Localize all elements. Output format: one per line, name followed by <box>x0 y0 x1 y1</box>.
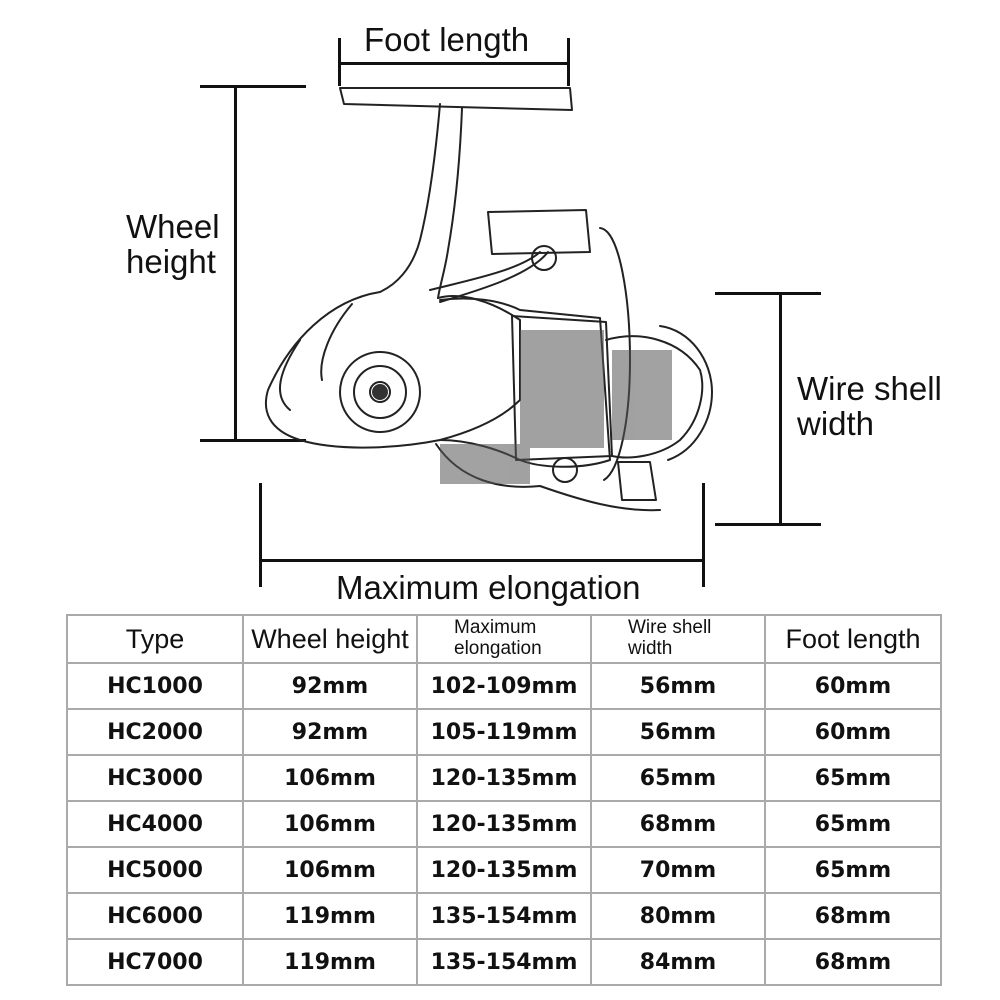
header-wire-shell-width-line-1: Wire shell <box>628 617 712 639</box>
cell-wire-shell-width: 65mm <box>590 754 766 802</box>
cell-wheel-height: 119mm <box>242 938 418 986</box>
cell-wire-shell-width: 56mm <box>590 662 766 710</box>
wire-shell-width-label-line-2: width <box>797 404 875 442</box>
table-row: HC1000 92mm 102-109mm 56mm 60mm <box>66 662 942 710</box>
foot-length-label: Foot length <box>364 21 530 58</box>
cell-wheel-height: 106mm <box>242 846 418 894</box>
reel-crank-hub-center-fill <box>372 384 388 400</box>
cell-foot-length: 60mm <box>764 708 942 756</box>
cell-foot-length: 68mm <box>764 938 942 986</box>
reel-spool-line-shading <box>520 330 604 448</box>
reel-spool-front <box>605 335 704 459</box>
cell-foot-length: 65mm <box>764 754 942 802</box>
cell-wheel-height: 106mm <box>242 754 418 802</box>
cell-wire-shell-width: 56mm <box>590 708 766 756</box>
reel-line-roller <box>552 457 578 483</box>
reel-foot <box>339 87 573 111</box>
header-wheel-height: Wheel height <box>242 614 418 664</box>
wheel-height-tick-bottom <box>200 439 306 442</box>
spec-table: Type Wheel height Maximum elongation Wir… <box>66 614 942 986</box>
table-row: HC7000 119mm 135-154mm 84mm 68mm <box>66 938 942 986</box>
header-wire-shell-width: Wire shell width <box>590 614 766 664</box>
foot-length-dimension-line <box>338 62 570 65</box>
reel-body <box>264 291 521 449</box>
foot-length-tick-right <box>567 38 570 86</box>
cell-type: HC2000 <box>66 708 244 756</box>
wheel-height-label-line-1: Wheel <box>126 208 220 245</box>
cell-wire-shell-width: 68mm <box>590 800 766 848</box>
reel-rotor-shading <box>440 444 530 484</box>
cell-foot-length: 65mm <box>764 846 942 894</box>
header-maximum-elongation-line-1: Maximum <box>454 617 537 639</box>
cell-type: HC6000 <box>66 892 244 940</box>
wire-shell-width-tick-bottom <box>715 523 821 526</box>
reel-stem <box>379 103 463 299</box>
reel-spool-front-shading <box>612 350 672 440</box>
reel-crank-hub-center <box>369 381 391 403</box>
cell-wheel-height: 92mm <box>242 708 418 756</box>
reel-spool-cap <box>659 325 713 461</box>
table-row: HC2000 92mm 105-119mm 56mm 60mm <box>66 708 942 756</box>
cell-type: HC4000 <box>66 800 244 848</box>
cell-maximum-elongation: 102-109mm <box>416 662 592 710</box>
reel-crank-hub-inner <box>353 365 407 419</box>
max-elongation-label: Maximum elongation <box>336 569 641 606</box>
wheel-height-dimension-line <box>234 86 237 442</box>
wire-shell-width-label: Wire shell width <box>797 370 942 442</box>
cell-wheel-height: 106mm <box>242 800 418 848</box>
foot-length-tick-left <box>338 38 341 86</box>
reel-crank-hub <box>339 351 421 433</box>
header-maximum-elongation-line-2: elongation <box>454 638 542 659</box>
cell-maximum-elongation: 120-135mm <box>416 846 592 894</box>
wire-shell-width-label-line-1: Wire shell <box>797 370 942 407</box>
header-maximum-elongation: Maximum elongation <box>416 614 592 664</box>
cell-type: HC5000 <box>66 846 244 894</box>
cell-maximum-elongation: 105-119mm <box>416 708 592 756</box>
reel-handle-joint <box>531 245 557 271</box>
cell-wheel-height: 119mm <box>242 892 418 940</box>
reel-roller-shaft <box>617 461 657 501</box>
header-wire-shell-width-line-2: width <box>628 638 673 659</box>
reel-body-inner <box>278 303 353 411</box>
cell-type: HC7000 <box>66 938 244 986</box>
header-foot-length: Foot length <box>764 614 942 664</box>
max-elongation-tick-left <box>259 483 262 587</box>
wheel-height-tick-top <box>200 85 306 88</box>
cell-foot-length: 65mm <box>764 800 942 848</box>
table-row: HC4000 106mm 120-135mm 68mm 65mm <box>66 800 942 848</box>
wheel-height-label: Wheel height <box>126 208 220 280</box>
cell-wire-shell-width: 84mm <box>590 938 766 986</box>
cell-type: HC3000 <box>66 754 244 802</box>
table-row: HC6000 119mm 135-154mm 80mm 68mm <box>66 892 942 940</box>
spinning-reel-illustration <box>264 87 713 512</box>
cell-wire-shell-width: 80mm <box>590 892 766 940</box>
reel-handle-arm <box>429 251 549 303</box>
reel-handle-knob <box>487 209 591 255</box>
wire-shell-width-dimension-line <box>779 293 782 525</box>
header-type: Type <box>66 614 244 664</box>
cell-type: HC1000 <box>66 662 244 710</box>
max-elongation-dimension-line <box>261 559 704 562</box>
wire-shell-width-tick-top <box>715 292 821 295</box>
cell-foot-length: 68mm <box>764 892 942 940</box>
max-elongation-tick-right <box>702 483 705 587</box>
table-row: HC3000 106mm 120-135mm 65mm 65mm <box>66 754 942 802</box>
cell-wheel-height: 92mm <box>242 662 418 710</box>
cell-wire-shell-width: 70mm <box>590 846 766 894</box>
cell-maximum-elongation: 135-154mm <box>416 892 592 940</box>
cell-foot-length: 60mm <box>764 662 942 710</box>
spec-table-header-row: Type Wheel height Maximum elongation Wir… <box>66 614 942 664</box>
cell-maximum-elongation: 120-135mm <box>416 800 592 848</box>
cell-maximum-elongation: 120-135mm <box>416 754 592 802</box>
wheel-height-label-line-2: height <box>126 242 216 280</box>
cell-maximum-elongation: 135-154mm <box>416 938 592 986</box>
table-row: HC5000 106mm 120-135mm 70mm 65mm <box>66 846 942 894</box>
